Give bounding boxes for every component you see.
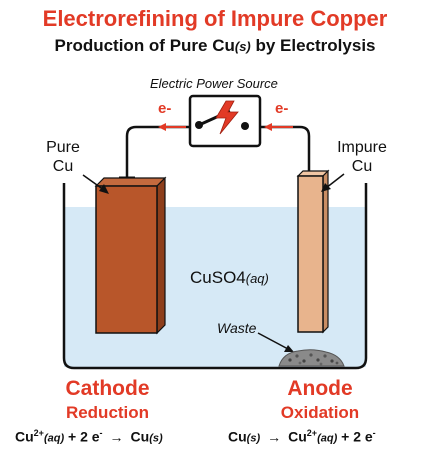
anode-process: Oxidation [280,403,360,422]
left-electron-text: e- [158,100,172,117]
anode-electrode [297,175,324,333]
anode-eq-electrons: + 2 e [337,428,373,445]
waste-pointer-head [284,345,294,352]
right-electron-label: e- [275,100,288,117]
left-electron-label: e- [158,100,171,117]
right-wire [260,125,311,171]
cathode-title: Cathode [65,377,150,400]
cathode-eq-arrow: → [109,428,124,445]
subtitle-phase: (s) [234,39,251,54]
anode-equation: Cu(s)→Cu2+(aq) + 2 e- [228,428,376,445]
cathode-side-face [156,176,166,335]
cathode-eq-product: Cu [130,428,150,445]
pure-cu-pointer-head [99,184,109,194]
pure-label: Pure [46,139,80,156]
cathode-eq-reactant: Cu [15,428,34,445]
solution-label: CuSO4(aq) [190,268,269,288]
waste-label: Waste [217,320,257,336]
anode-eq-product: Cu [288,428,307,445]
subtitle-text: Production of Pure Cu [54,36,235,55]
solution-formula: CuSO4 [190,268,246,287]
left-wire [125,125,190,178]
pure-cu-label: Cu [52,158,74,175]
cathode-eq-phase2: (s) [149,432,163,445]
cathode-electrode-label: Pure Cu [38,138,88,176]
page-title: Electrorefining of Impure Copper [42,6,388,31]
anode-electrode-label: Impure Cu [330,138,394,176]
anode-eq-reactant: Cu [228,428,247,445]
impure-cu-pointer-head [321,183,331,192]
anode-eq-arrow: → [267,428,282,445]
anode-title: Anode [287,377,353,400]
cathode-electrode [95,185,158,334]
impure-label: Impure [337,139,387,156]
left-electron-arrowhead [158,123,166,131]
cathode-top-face [94,177,167,187]
cathode-eq-phase1: (aq) [43,432,65,445]
page-subtitle: Production of Pure Cu(s) by Electrolysis [0,36,430,56]
anode-eq-electron-sign: - [372,428,376,438]
right-electron-text: e- [275,100,289,117]
power-terminal-right [241,122,249,130]
impure-cu-label: Cu [351,158,373,175]
lightning-icon [215,100,239,135]
cathode-process: Reduction [65,403,150,422]
cathode-equation: Cu2+(aq) + 2 e-→Cu(s) [15,428,163,445]
impure-cu-pointer [325,173,345,189]
right-electron-arrowhead [264,123,272,131]
anode-eq-phase1: (s) [246,432,261,445]
solution-phase: (aq) [245,271,269,286]
tank-outline [62,183,368,370]
cathode-eq-charge: 2+ [33,428,44,438]
anode-eq-charge: 2+ [306,428,318,438]
waste-pile [278,349,345,367]
subtitle-tail: by Electrolysis [250,36,376,55]
cathode-eq-electron-sign: - [99,428,103,438]
anode-eq-phase2: (aq) [317,432,338,445]
pure-cu-pointer [82,174,105,191]
waste-pointer [257,332,289,350]
cathode-eq-electrons: + 2 e [64,428,100,445]
power-source-label: Electric Power Source [150,76,278,91]
